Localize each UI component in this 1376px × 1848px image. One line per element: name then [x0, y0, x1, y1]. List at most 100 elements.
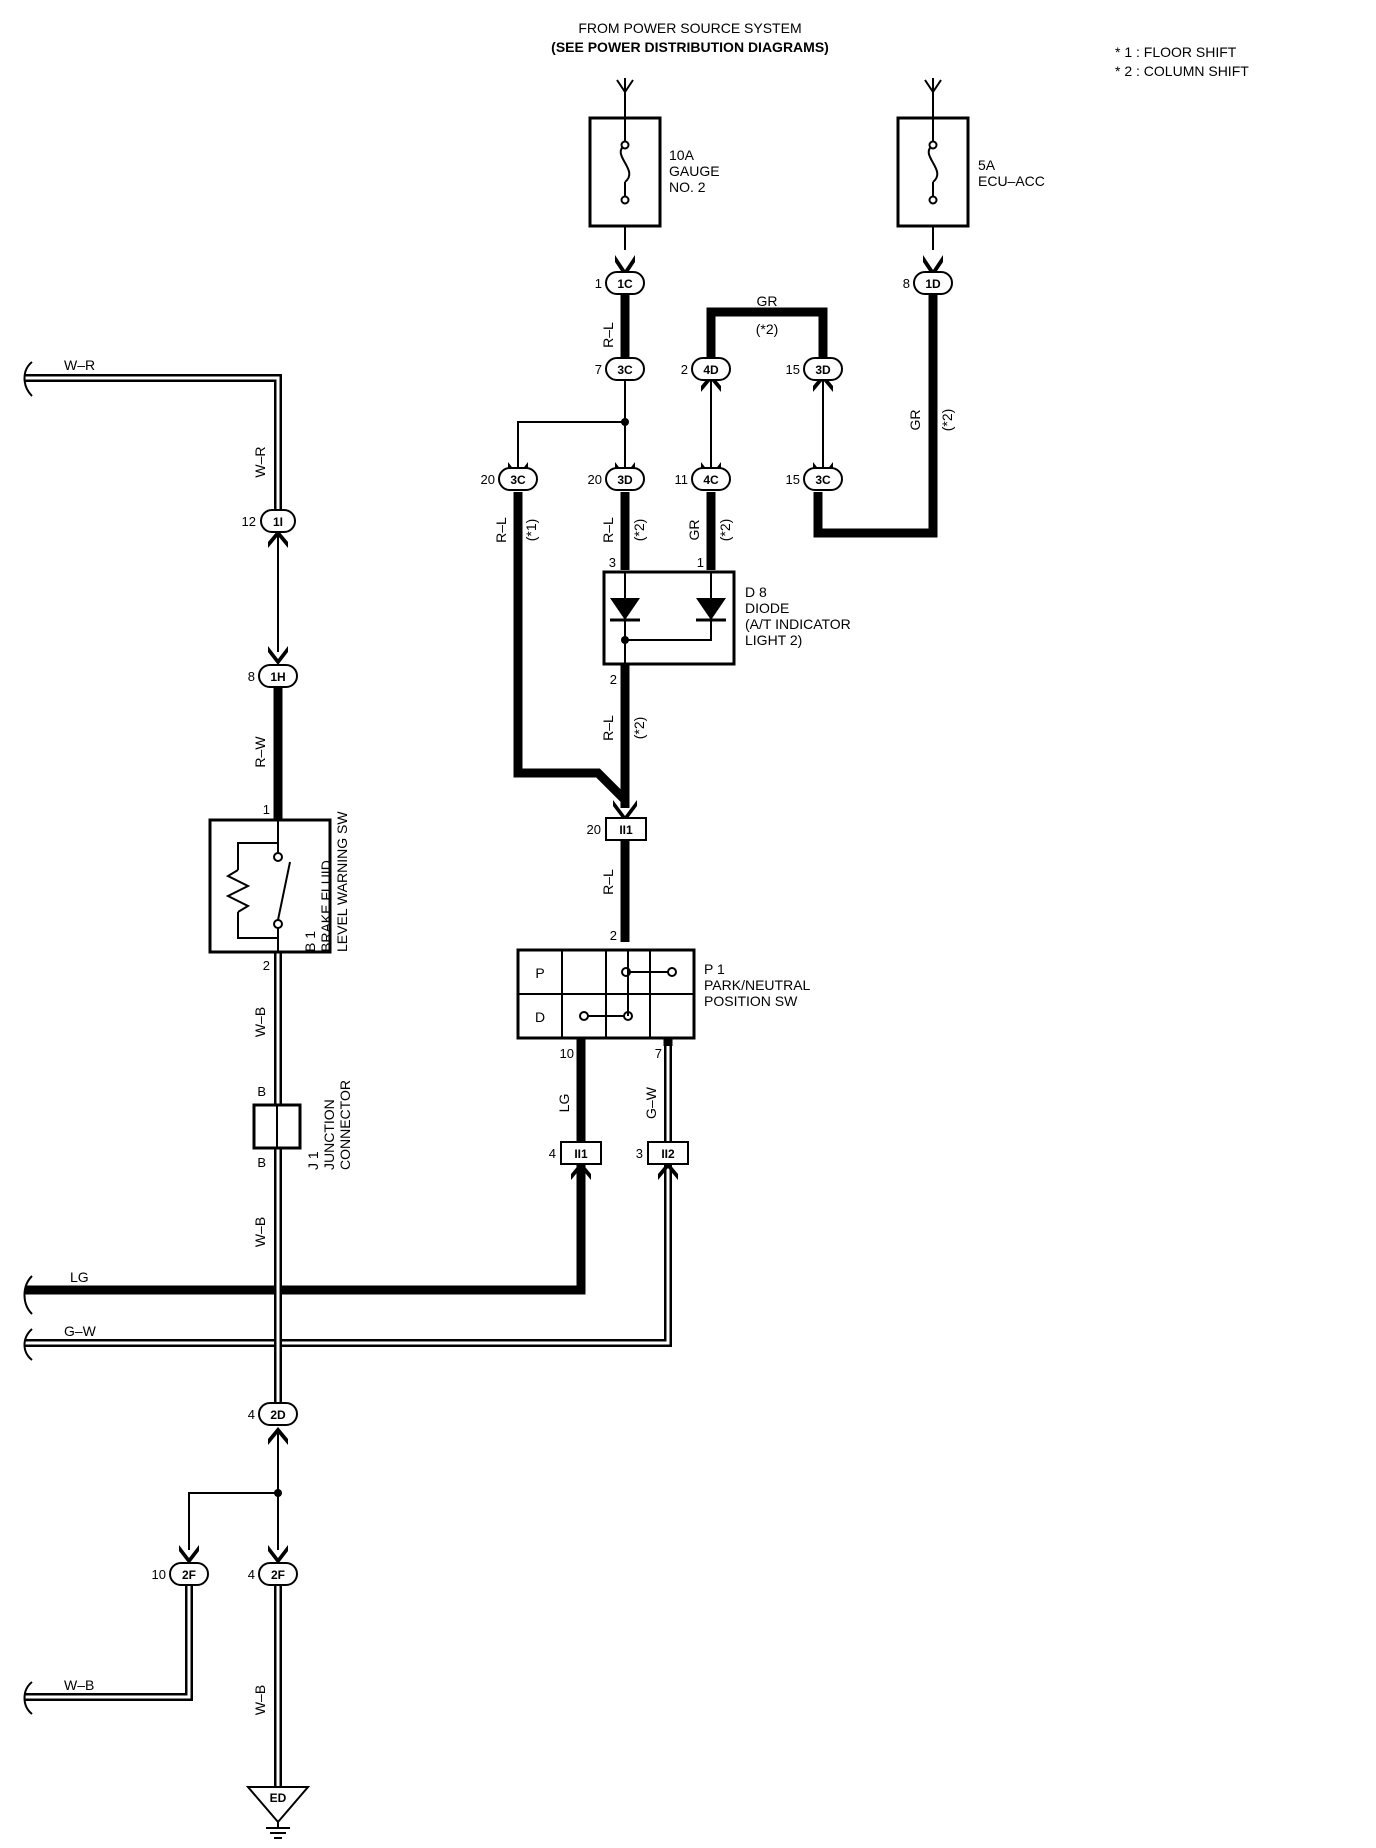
svg-text:2: 2 [681, 362, 688, 377]
svg-text:3C: 3C [510, 473, 526, 487]
connector-1D: 1D 8 [903, 271, 953, 295]
brake-code: B 1 [302, 931, 318, 952]
header-line-2: (SEE POWER DISTRIBUTION DIAGRAMS) [551, 39, 829, 55]
svg-text:R–W: R–W [252, 736, 268, 768]
wires-left [25, 374, 283, 1787]
wires-thin-junction [517, 380, 824, 468]
svg-text:R–L: R–L [600, 869, 616, 895]
svg-text:(*2): (*2) [631, 519, 647, 542]
connector-2D: 2D 4 [248, 1402, 298, 1426]
svg-text:GR: GR [907, 410, 923, 431]
diode-d8: 3 1 2 D 8 DIODE (A/T INDICATOR LIGHT 2) [602, 555, 851, 687]
connector-II2: II2 3 [636, 1141, 689, 1165]
svg-text:G–W: G–W [643, 1086, 659, 1119]
svg-text:2: 2 [263, 958, 270, 973]
svg-text:2: 2 [610, 672, 617, 687]
svg-text:W–R: W–R [64, 357, 95, 373]
park-name: PARK/NEUTRAL [704, 977, 811, 993]
fuse-ecu-name: ECU–ACC [978, 173, 1045, 189]
break-markers [23, 361, 33, 1715]
svg-text:W–B: W–B [64, 1677, 94, 1693]
svg-text:G–W: G–W [64, 1323, 97, 1339]
svg-text:ED: ED [270, 1791, 287, 1805]
svg-text:1: 1 [595, 276, 602, 291]
svg-text:LG: LG [556, 1094, 572, 1113]
connector-1I: 1I 12 [242, 509, 296, 533]
svg-text:II1: II1 [619, 823, 633, 837]
junction-connector-j1: B B J 1 JUNCTION CONNECTOR [252, 1080, 353, 1170]
svg-text:W–B: W–B [252, 1685, 268, 1715]
connector-4C: 4C 11 [675, 467, 731, 491]
svg-text:8: 8 [248, 669, 255, 684]
diode-code: D 8 [745, 584, 767, 600]
svg-text:15: 15 [786, 472, 800, 487]
svg-text:20: 20 [481, 472, 495, 487]
svg-text:(*1): (*1) [523, 519, 539, 542]
header-line-1: FROM POWER SOURCE SYSTEM [578, 20, 801, 36]
fuse-ecu-rating: 5A [978, 157, 996, 173]
svg-text:1C: 1C [617, 277, 633, 291]
svg-text:R–L: R–L [493, 517, 509, 543]
svg-text:20: 20 [587, 822, 601, 837]
svg-text:2F: 2F [271, 1568, 285, 1582]
svg-text:GR: GR [757, 293, 778, 309]
svg-text:1H: 1H [270, 670, 285, 684]
svg-text:(*2): (*2) [631, 717, 647, 740]
svg-text:2D: 2D [270, 1408, 286, 1422]
svg-text:3C: 3C [617, 363, 633, 377]
park-row-p: P [535, 965, 544, 981]
svg-text:R–L: R–L [600, 517, 616, 543]
svg-text:(*2): (*2) [717, 519, 733, 542]
svg-text:10: 10 [152, 1567, 166, 1582]
svg-text:II1: II1 [574, 1147, 588, 1161]
svg-text:W–R: W–R [252, 446, 268, 477]
svg-text:7: 7 [655, 1046, 662, 1061]
svg-text:GR: GR [686, 520, 702, 541]
svg-text:1I: 1I [273, 515, 283, 529]
junction-code: J 1 [305, 1151, 321, 1170]
svg-text:8: 8 [903, 276, 910, 291]
svg-text:W–B: W–B [252, 1217, 268, 1247]
wire-labels: R–L GR (*2) GR (*2) R–L (*1) R–L (*2) GR… [64, 293, 955, 1715]
svg-text:1D: 1D [925, 277, 941, 291]
note-floor-shift: * 1 : FLOOR SHIFT [1115, 44, 1237, 60]
svg-text:2F: 2F [182, 1568, 196, 1582]
connector-3D-top: 3D 15 [786, 357, 843, 381]
svg-text:4D: 4D [703, 363, 719, 377]
svg-text:3: 3 [636, 1146, 643, 1161]
svg-text:CONNECTOR: CONNECTOR [337, 1080, 353, 1170]
svg-text:(A/T INDICATOR: (A/T INDICATOR [745, 616, 851, 632]
connector-3C-right: 3C 15 [786, 467, 843, 491]
svg-text:1: 1 [697, 555, 704, 570]
connector-3C-top: 3C 7 [595, 357, 645, 381]
svg-text:12: 12 [242, 514, 256, 529]
svg-text:4: 4 [549, 1146, 556, 1161]
svg-text:4: 4 [248, 1567, 255, 1582]
svg-text:3D: 3D [617, 473, 633, 487]
svg-text:(*2): (*2) [939, 409, 955, 432]
park-row-d: D [535, 1009, 545, 1025]
brake-fluid-switch: 1 2 B 1 BRAKE FLUID LEVEL WARNING SW [208, 802, 350, 973]
diode-name: DIODE [745, 600, 789, 616]
svg-text:1: 1 [263, 802, 270, 817]
svg-text:15: 15 [786, 362, 800, 377]
brake-name: BRAKE FLUID [318, 860, 334, 952]
park-code: P 1 [704, 961, 725, 977]
connector-1C: 1C 1 [595, 271, 645, 295]
svg-text:R–L: R–L [600, 322, 616, 348]
fuse-gauge-rating: 10A [669, 147, 695, 163]
svg-text:B: B [257, 1084, 266, 1099]
svg-text:W–B: W–B [252, 1007, 268, 1037]
connector-3C-left: 3C 20 [481, 467, 538, 491]
note-column-shift: * 2 : COLUMN SHIFT [1115, 63, 1249, 79]
svg-text:20: 20 [588, 472, 602, 487]
svg-text:POSITION SW: POSITION SW [704, 993, 798, 1009]
svg-text:4C: 4C [703, 473, 719, 487]
svg-text:3D: 3D [815, 363, 831, 377]
wires-right [25, 292, 938, 1295]
svg-text:4: 4 [248, 1407, 255, 1422]
svg-text:11: 11 [675, 472, 689, 487]
svg-text:B: B [257, 1155, 266, 1170]
svg-text:LIGHT 2): LIGHT 2) [745, 632, 802, 648]
